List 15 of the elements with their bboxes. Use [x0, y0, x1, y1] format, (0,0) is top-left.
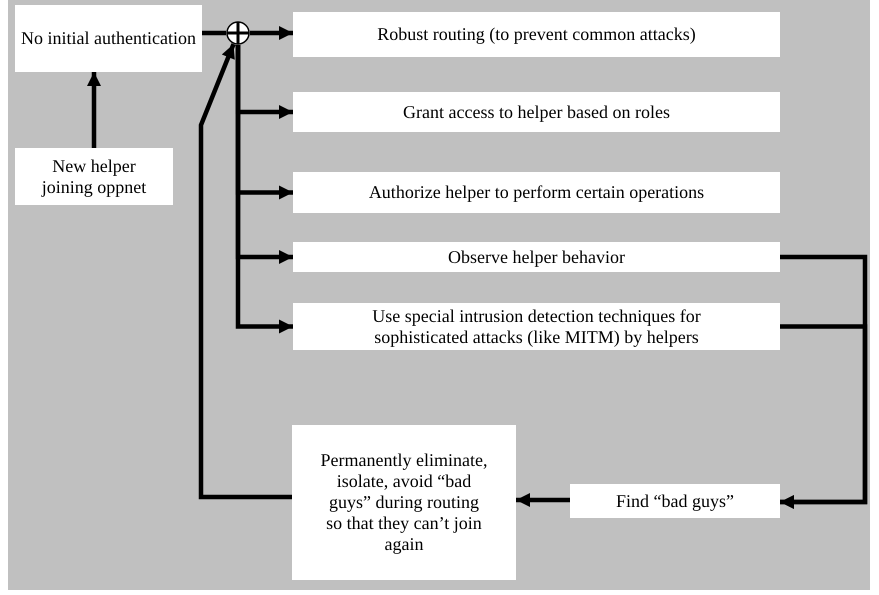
process-box: Find “bad guys”	[570, 484, 780, 518]
process-box: No initial authentication	[15, 5, 202, 72]
arrow	[250, 26, 293, 40]
process-box: Robust routing (to prevent common attacks)	[293, 12, 780, 57]
process-box: Authorize helper to perform certain operations	[293, 172, 780, 213]
process-box: Observe helper behavior	[293, 242, 780, 272]
arrow	[87, 72, 101, 148]
arrow	[198, 43, 292, 500]
arrow	[780, 324, 868, 509]
process-box: Use special intrusion detection techniques for sophisticated attacks (like MITM) by helpers	[293, 303, 780, 350]
arrow	[236, 45, 293, 334]
process-box: Permanently eliminate, isolate, avoid “bad guys” during routing so that they can’t join again	[292, 425, 516, 580]
process-box: Grant access to helper based on roles	[293, 92, 780, 132]
arrow	[516, 493, 570, 507]
process-box: New helper joining oppnet	[15, 148, 173, 205]
